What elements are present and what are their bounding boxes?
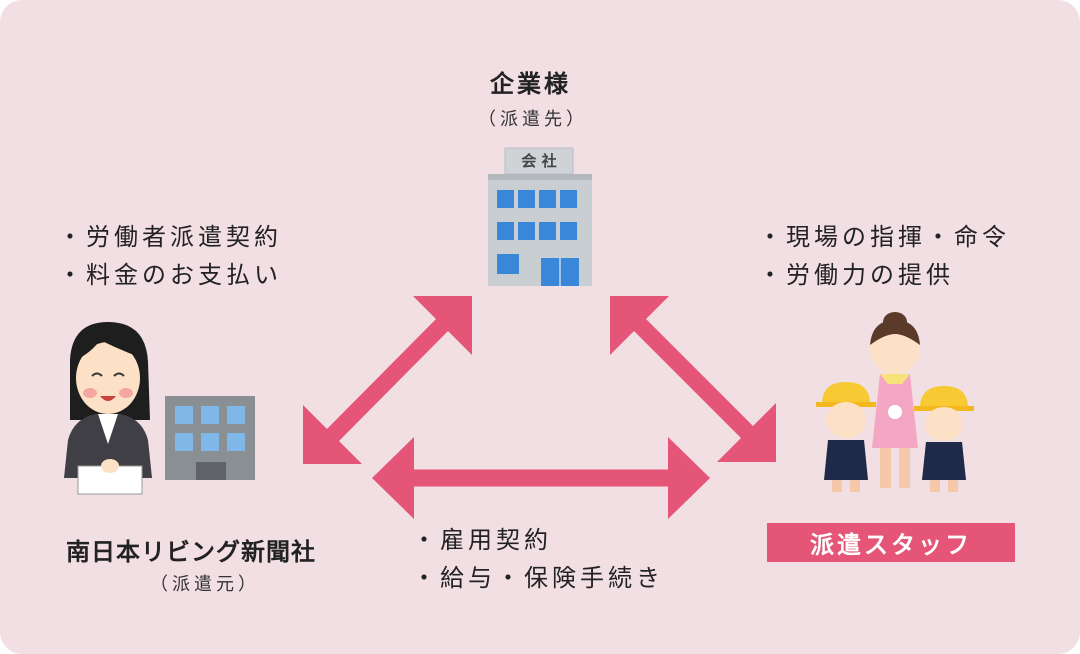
relation-client-staff: ・現場の指揮・命令 ・労働力の提供 xyxy=(758,218,1010,294)
relation-agency-staff: ・雇用契約 ・給与・保険手続き xyxy=(412,521,664,597)
building-sign: 会 社 xyxy=(521,152,557,170)
childcare-staff-icon xyxy=(816,312,974,492)
agency-building-icon xyxy=(165,396,255,480)
businesswoman-icon xyxy=(64,322,152,495)
office-building-icon xyxy=(488,147,592,286)
client-title: 企業様 xyxy=(490,70,571,98)
client-subtitle: （派遣先） xyxy=(478,109,588,130)
agency-title: 南日本リビング新聞社 xyxy=(66,538,316,566)
relation-item: ・雇用契約 xyxy=(412,526,552,554)
relation-item: ・現場の指揮・命令 xyxy=(758,223,1010,251)
relation-item: ・労働力の提供 xyxy=(758,261,954,289)
relation-item: ・労働者派遣契約 xyxy=(58,223,282,251)
relation-agency-client: ・労働者派遣契約 ・料金のお支払い xyxy=(58,218,282,294)
staff-badge: 派遣スタッフ xyxy=(767,523,1015,562)
arrow-client-staff xyxy=(610,296,776,462)
arrow-agency-staff xyxy=(372,437,710,519)
agency-subtitle: （派遣元） xyxy=(150,574,260,595)
relation-item: ・料金のお支払い xyxy=(58,261,282,289)
relation-item: ・給与・保険手続き xyxy=(412,564,664,592)
arrow-agency-client xyxy=(303,296,472,464)
